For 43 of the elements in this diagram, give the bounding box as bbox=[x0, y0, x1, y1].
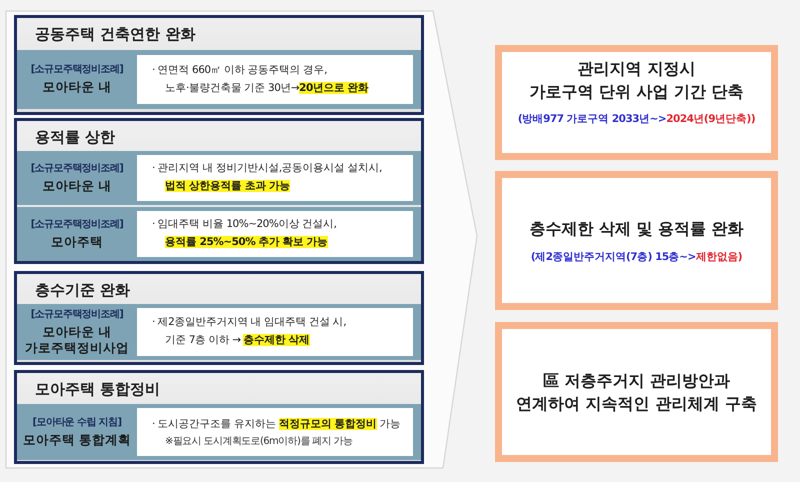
category-label: 모아주택 bbox=[50, 234, 104, 250]
ordinance-label: [소규모주택정비조례] bbox=[30, 308, 124, 321]
result-card bbox=[495, 45, 778, 160]
detail-text: (제2종일반주거지역(7층) 15층~> bbox=[530, 250, 696, 263]
section-panel bbox=[14, 271, 424, 365]
change-text: 2024년(9년단축)) bbox=[666, 113, 756, 126]
footnote-text: ※필요시 도시계획도로(6m이하)를 폐지 가능 bbox=[165, 435, 352, 448]
category-label: 모아타운 내 가로주택정비사업 bbox=[24, 324, 130, 356]
bullet-text: · 도시공간구조를 유지하는 적정규모의 통합정비 가능 bbox=[152, 416, 402, 432]
category-band bbox=[17, 304, 421, 360]
category-band bbox=[17, 151, 421, 205]
category-band bbox=[17, 207, 421, 261]
result-card bbox=[495, 171, 778, 310]
bullet-text: · 관리지역 내 정비기반시설,공동이용시설 설치시, 법적 상한용적률 초과 가능 bbox=[152, 161, 383, 194]
bullet-text: · 제2종일반주거지역 내 임대주택 건설 시, 기준 7층 이하 → 층수제한 삭제 bbox=[152, 315, 348, 348]
category-band bbox=[17, 404, 421, 460]
section-panel bbox=[14, 118, 424, 264]
content-card bbox=[137, 155, 413, 201]
result-title: 층수제한 삭제 및 용적률 완화 bbox=[528, 218, 745, 240]
section-title: 공동주택 건축연한 완화 bbox=[35, 24, 196, 44]
ordinance-label: [모아타운 수립 지침] bbox=[32, 416, 122, 429]
section-panel bbox=[14, 370, 424, 464]
content-card bbox=[137, 308, 413, 356]
content-card bbox=[137, 55, 413, 104]
ordinance-label: [소규모주택정비조례] bbox=[30, 162, 124, 175]
result-title: 區 저층주거지 관리방안과 연계하여 지속적인 관리체계 구축 bbox=[515, 370, 758, 415]
section-panel bbox=[14, 15, 424, 115]
content-card bbox=[137, 211, 413, 257]
section-title: 용적률 상한 bbox=[35, 127, 116, 147]
category-label: 모아타운 내 bbox=[41, 178, 113, 194]
bullet-text: · 임대주택 비율 10%~20%이상 건설시, 용적률 25%~50% 추가 확보 가능 bbox=[152, 217, 338, 250]
category-label: 모아타운 내 bbox=[41, 79, 113, 96]
section-title: 층수기준 완화 bbox=[35, 280, 130, 300]
category-label: 모아주택 통합계획 bbox=[22, 432, 132, 448]
change-text: 제한없음) bbox=[696, 250, 742, 263]
detail-text: (방배977 가로구역 2033년~> bbox=[518, 113, 666, 126]
result-title: 관리지역 지정시 가로구역 단위 사업 기간 단축 bbox=[528, 58, 745, 103]
ordinance-label: [소규모주택정비조례] bbox=[30, 218, 124, 231]
result-card bbox=[495, 322, 778, 462]
category-band bbox=[17, 50, 421, 109]
content-card bbox=[137, 408, 413, 456]
ordinance-label: [소규모주택정비조례] bbox=[30, 63, 124, 76]
section-title: 모아주택 통합정비 bbox=[35, 379, 160, 399]
